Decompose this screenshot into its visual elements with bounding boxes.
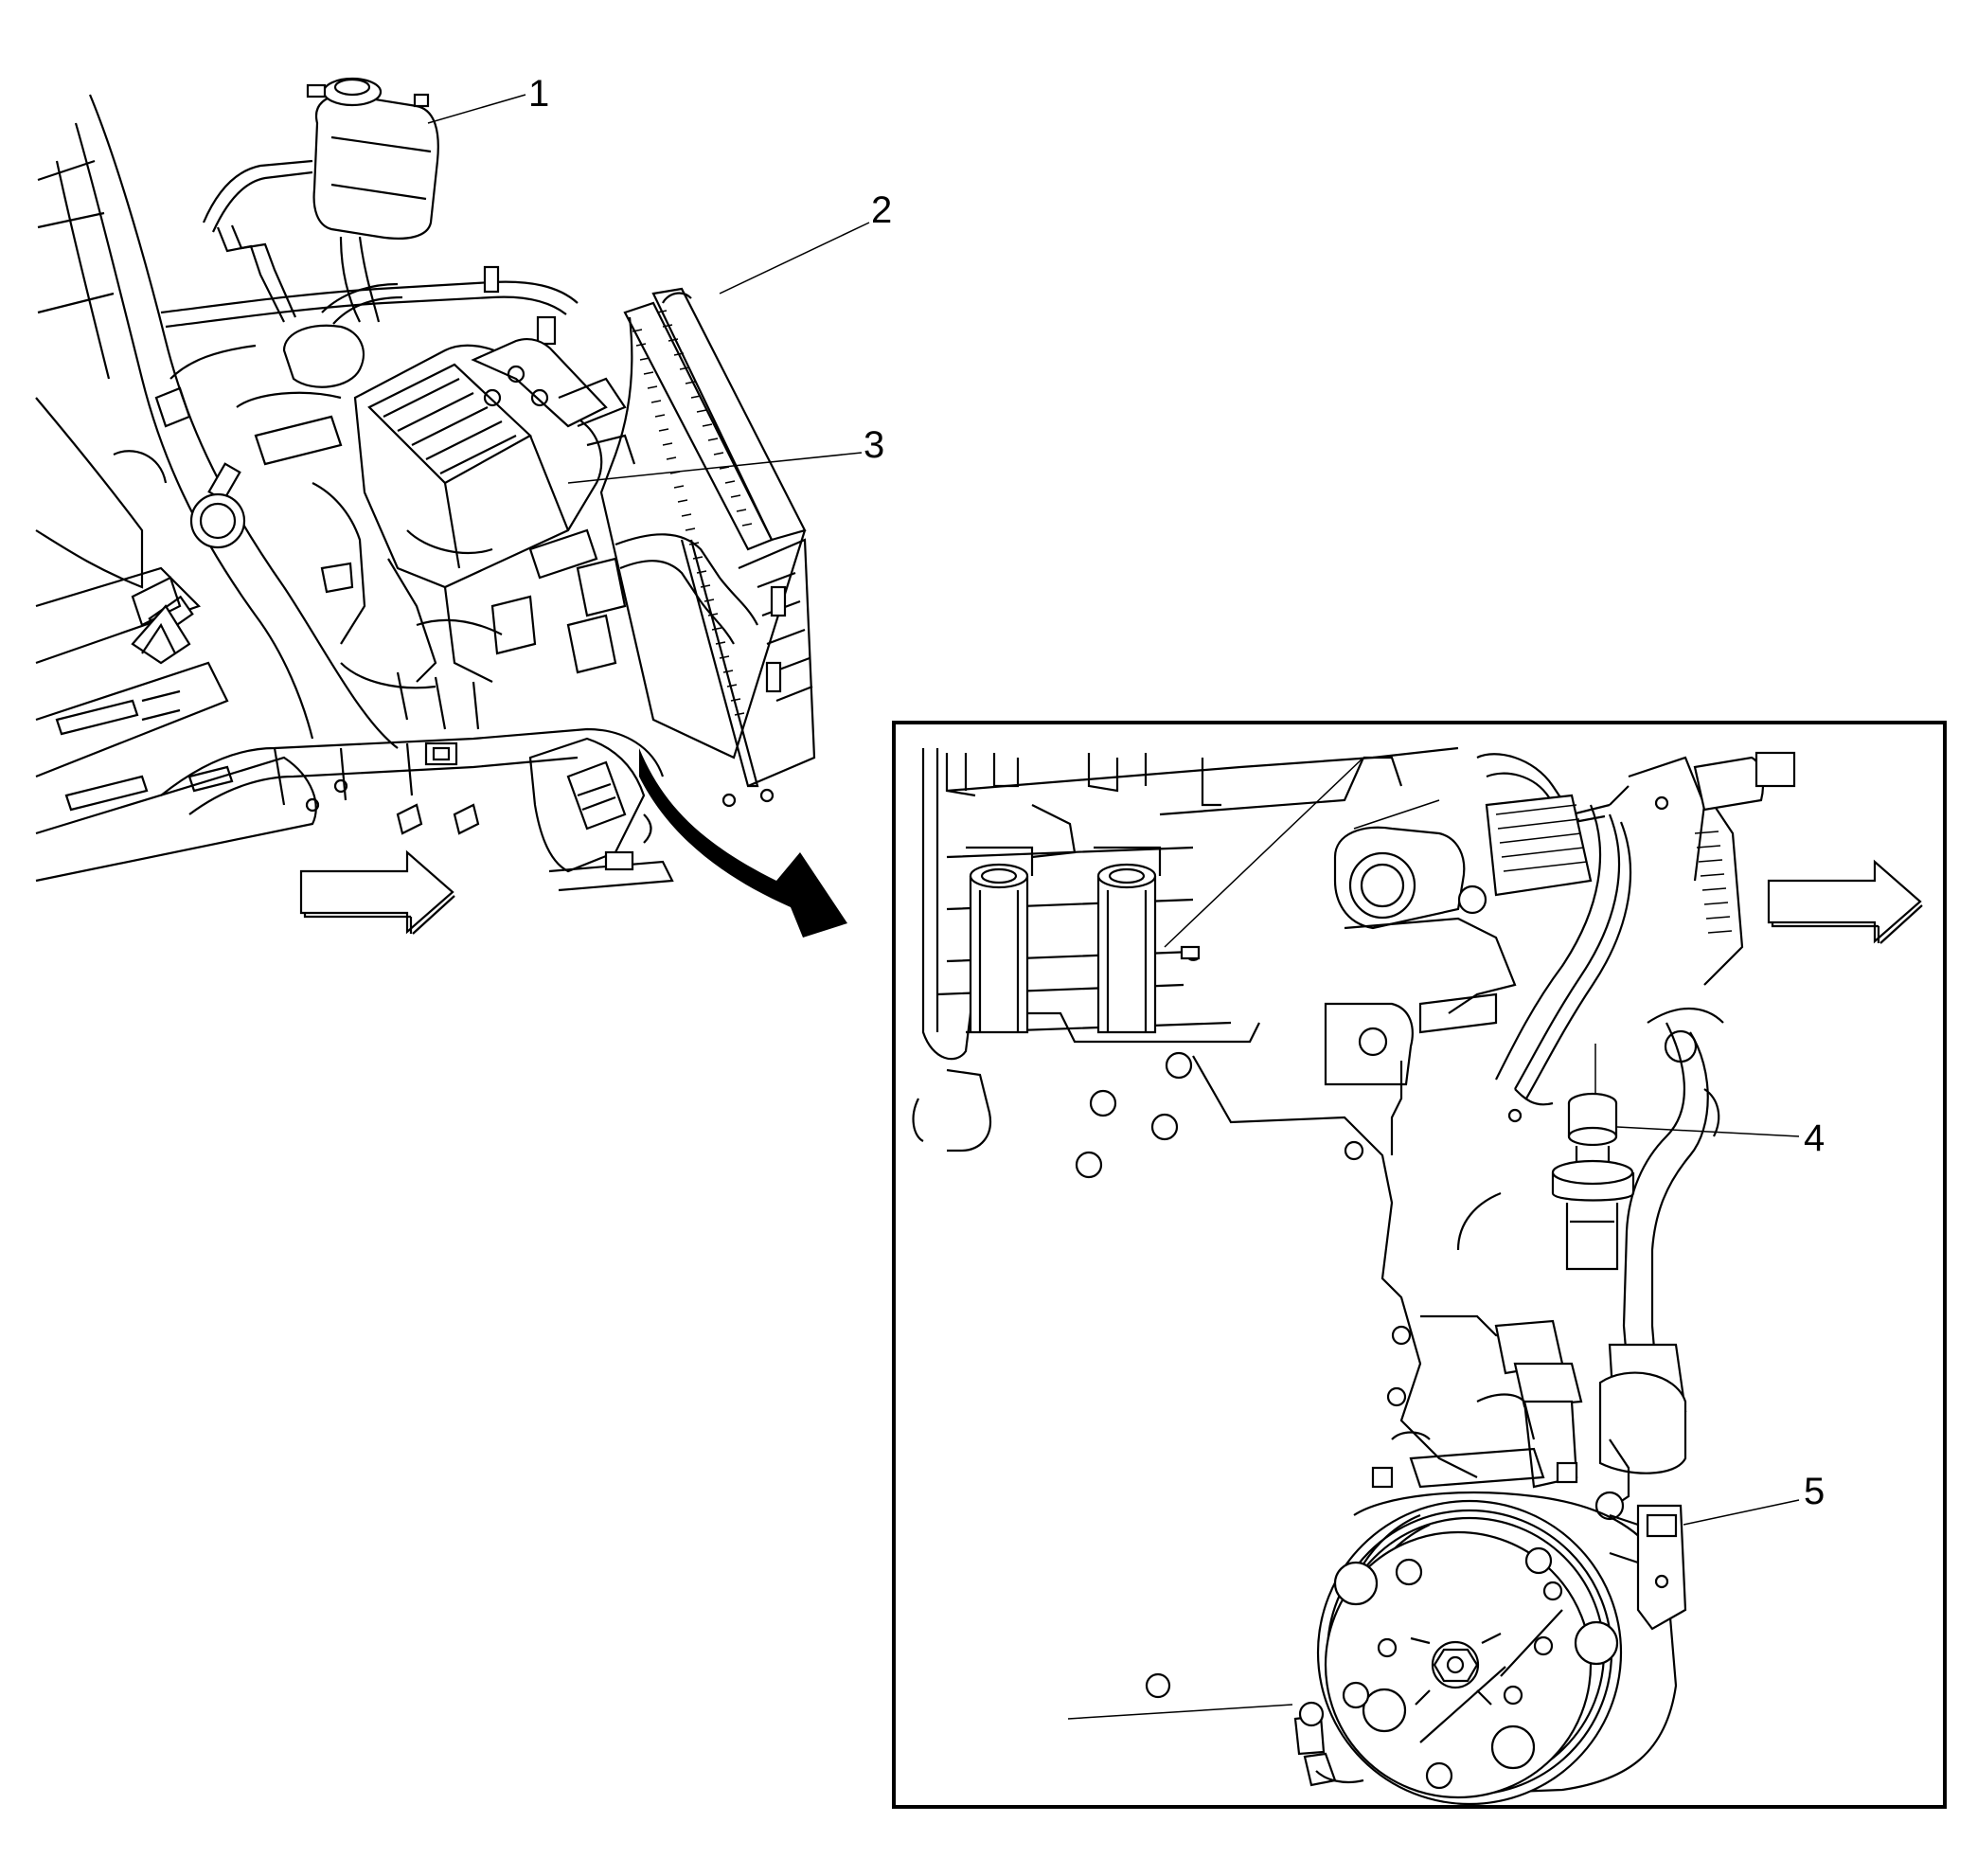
engine-assembly <box>312 337 636 730</box>
compressor-bracket <box>1371 1314 1630 1521</box>
strut-tower <box>236 324 365 466</box>
callout-5: 5 <box>1804 1471 1825 1512</box>
engine-block <box>912 746 1517 1699</box>
refrigerant-hoses <box>1456 1022 1720 1474</box>
callout-3: 3 <box>864 424 884 466</box>
coolant-reservoir <box>306 77 439 323</box>
leader-line-5 <box>1683 1499 1800 1526</box>
leader-line-4 <box>1616 1126 1800 1137</box>
callout-leaders <box>427 94 1800 1720</box>
fender-panel <box>35 94 399 883</box>
radiator-hose <box>614 533 758 645</box>
radiator-condenser <box>599 287 816 808</box>
direction-arrow-icon <box>1767 859 1923 944</box>
leader-line-block <box>1164 757 1364 948</box>
harness-upper-right <box>1476 751 1796 1123</box>
callout-2: 2 <box>871 189 892 231</box>
callout-1: 1 <box>528 73 549 115</box>
callout-labels: 1 2 3 4 5 <box>528 73 1825 1512</box>
front-subframe <box>160 727 674 892</box>
compressor-detail-inset <box>892 721 1947 1809</box>
leader-line-compressor-lower <box>1067 1704 1293 1720</box>
leader-line-3 <box>567 452 863 484</box>
leader-line-4-bracket <box>1353 799 1440 830</box>
leader-line-2 <box>719 222 870 295</box>
direction-arrow-icon <box>299 849 455 935</box>
coolant-hoses <box>154 159 579 428</box>
engine-bosses <box>966 846 1162 1034</box>
ac-compressor <box>1293 1491 1687 1806</box>
callout-4: 4 <box>1804 1117 1825 1159</box>
leader-line-1 <box>427 94 526 124</box>
ac-pressure-switch <box>1551 1044 1635 1271</box>
engine-compartment-view <box>35 77 847 938</box>
zoom-curved-arrow-icon <box>639 748 847 938</box>
